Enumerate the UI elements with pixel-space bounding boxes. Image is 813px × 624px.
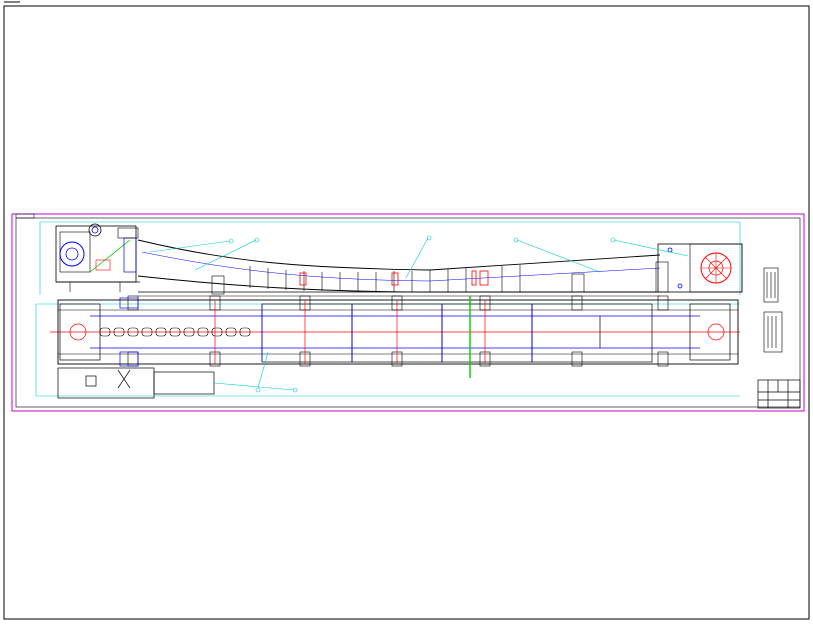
head-end-drive — [55, 223, 140, 292]
head-end-plan — [59, 297, 139, 367]
drive-motor — [57, 367, 215, 399]
elevation-view — [39, 221, 743, 297]
technical-notes — [763, 267, 783, 353]
title-block — [757, 379, 801, 409]
sheet-frame — [3, 5, 810, 620]
drive-gearbox-icon — [59, 241, 85, 267]
plan-view — [35, 295, 740, 399]
chain — [99, 327, 251, 337]
inclined-trough — [137, 239, 669, 297]
tail-end — [657, 243, 743, 293]
tail-end-plan — [599, 303, 731, 361]
drawing-border — [11, 213, 805, 412]
tail-wheel-icon — [700, 252, 732, 284]
leader-balloon-icon — [149, 235, 689, 279]
